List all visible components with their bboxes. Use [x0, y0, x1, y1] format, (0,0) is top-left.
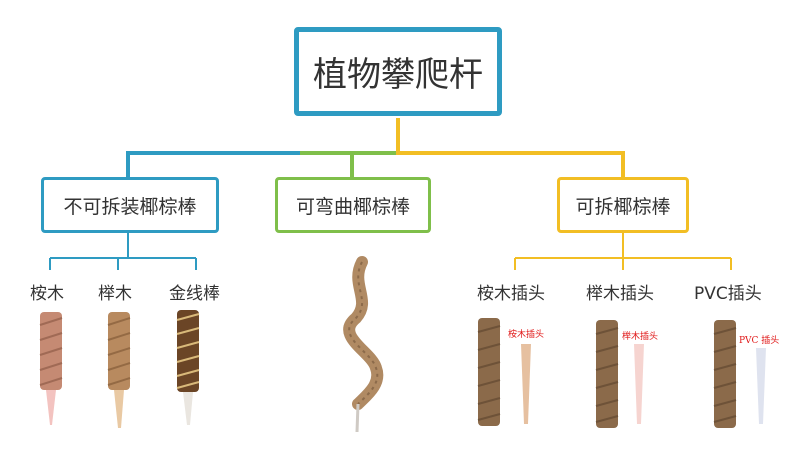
tag-beech-plug: 榉木插头 — [622, 332, 659, 342]
item-beech: 榉木 — [98, 284, 132, 304]
connector-yellow — [396, 118, 625, 177]
stick-beech — [107, 312, 131, 428]
stick-gold-thread — [176, 310, 200, 425]
connector-fixed — [49, 233, 197, 270]
stick-eucalyptus — [39, 312, 63, 425]
stick-beech-plug — [595, 320, 644, 428]
item-beech-plug: 榉木插头 — [586, 284, 654, 304]
item-eucalyptus-plug: 桉木插头 — [477, 284, 545, 304]
connector-blue — [126, 118, 400, 177]
category-removable: 可拆椰棕棒 — [557, 177, 689, 233]
stick-flexible — [343, 256, 384, 433]
tag-eucalyptus-plug: 桉木插头 — [508, 330, 545, 340]
stick-pvc-plug — [713, 320, 766, 428]
tag-pvc-plug: PVC 插头 — [739, 336, 780, 346]
stick-eucalyptus-plug — [477, 318, 531, 426]
category-flexible: 可弯曲椰棕棒 — [275, 177, 431, 233]
connector-removable — [514, 233, 732, 270]
item-pvc-plug: PVC插头 — [694, 284, 762, 304]
category-fixed: 不可拆装椰棕棒 — [41, 177, 219, 233]
root-node: 植物攀爬杆 — [294, 27, 502, 116]
item-gold-thread: 金线棒 — [169, 284, 220, 304]
item-eucalyptus: 桉木 — [30, 284, 64, 304]
